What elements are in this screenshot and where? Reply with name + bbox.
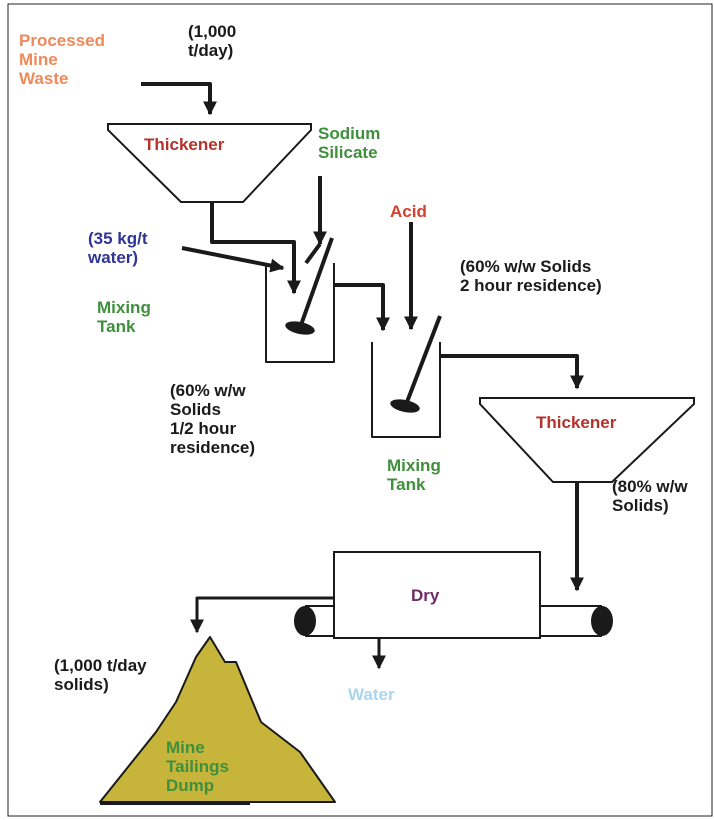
feed-rate-note: (1,000 t/day) (188, 22, 237, 60)
thickener-2-label: Thickener (536, 413, 617, 432)
tank-2-to-thickener-2-arrow (440, 354, 584, 390)
mixing-tank-2-impeller (390, 399, 420, 413)
dump-rate-note: (1,000 t/day solids) (54, 656, 147, 694)
mixing-tank-2-agitator-shaft (405, 315, 442, 403)
water-dose-label: (35 kg/t water) (88, 229, 148, 267)
page-border (7, 3, 713, 817)
belt-roller-right (591, 606, 613, 636)
mixing-tank-1-vessel (265, 263, 335, 363)
mixing-tank-1-label: Mixing Tank (97, 298, 151, 336)
solids-to-dump-arrow (190, 596, 334, 634)
water-out-label: Water (348, 685, 395, 704)
thickener-1-vessel (107, 123, 312, 203)
silicate-arrow-tail (304, 242, 322, 265)
sodium-silicate-label: Sodium Silicate (318, 124, 381, 162)
mixing-tank-1-impeller (285, 321, 315, 335)
acid-label: Acid (390, 202, 427, 221)
dryer-label: Dry (411, 586, 440, 605)
belt-roller-left (294, 606, 316, 636)
tailings-dump-label: Mine Tailings Dump (166, 738, 229, 795)
mixing-tank-2-label: Mixing Tank (387, 456, 441, 494)
mixing-tank-2-conditions: (60% w/w Solids 2 hour residence) (460, 257, 602, 295)
water-dose-arrow (181, 246, 285, 273)
mixing-tank-1-agitator-shaft (299, 237, 334, 326)
tank-1-to-tank-2-arrow (334, 283, 390, 332)
feed-arrow (141, 82, 217, 116)
mixing-tank-1-conditions: (60% w/w Solids 1/2 hour residence) (170, 381, 256, 457)
dryer-box (333, 551, 541, 639)
thickener-1-label: Thickener (144, 135, 225, 154)
tailings-dump-pile (99, 636, 336, 803)
feed-label: Processed Mine Waste (19, 31, 105, 88)
thickener-2-vessel (479, 397, 695, 483)
mixing-tank-2-vessel (371, 342, 441, 438)
thickener-1-underflow-arrow (210, 202, 301, 295)
thickener-2-underflow-note: (80% w/w Solids) (612, 477, 688, 515)
